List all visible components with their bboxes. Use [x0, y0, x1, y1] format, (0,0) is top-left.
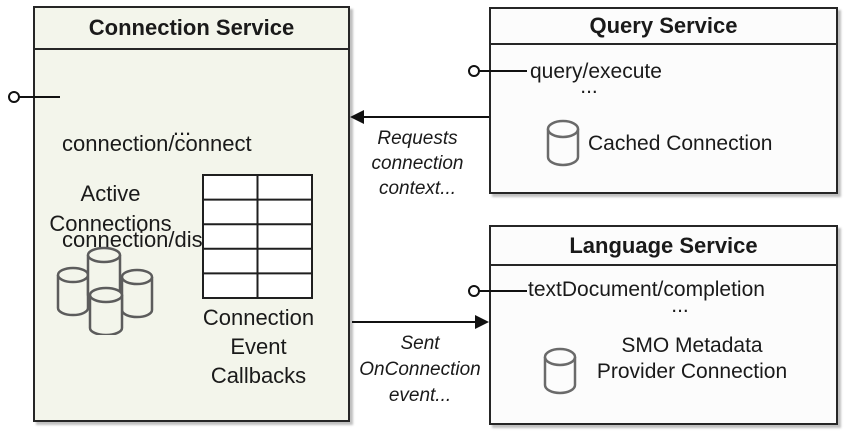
connection-service-ellipsis: ... [172, 115, 192, 140]
request-label-line2: connection [371, 153, 464, 174]
database-cylinder-icon [543, 347, 577, 400]
query-service-ellipsis: ... [580, 75, 598, 98]
method-textdocument-completion: textDocument/completion [528, 278, 765, 301]
database-cluster-icon [50, 240, 155, 340]
callbacks-line1: Connection [202, 305, 315, 330]
callbacks-line3: Callbacks [210, 363, 307, 388]
request-label-line3: context... [378, 178, 457, 199]
sent-onconnection-event-label: Sent OnConnection event... [355, 331, 485, 409]
connection-event-callbacks-label: Connection Event Callbacks [186, 303, 331, 390]
request-context-arrow [350, 110, 489, 124]
connection-service-header: Connection Service [35, 8, 348, 50]
provider-line2: Provider Connection [596, 360, 788, 383]
request-label-line1: Requests [377, 128, 458, 149]
language-service-header: Language Service [491, 227, 836, 266]
active-connections-line2: Connections [49, 211, 172, 236]
active-connections-label: Active Connections [38, 179, 183, 239]
method-connection-connect: connection/connect [62, 131, 252, 156]
language-service-title: Language Service [569, 232, 758, 258]
smo-metadata-provider-label: SMO Metadata Provider Connection [577, 333, 807, 385]
event-label-line2: OnConnection [359, 359, 481, 380]
callbacks-line2: Event [230, 334, 287, 359]
method-query-execute: query/execute [530, 60, 662, 83]
connection-service-title: Connection Service [88, 15, 295, 40]
event-label-line3: event... [388, 385, 452, 406]
active-connections-line1: Active [80, 181, 141, 206]
query-service-box: Query Service [489, 7, 838, 194]
requests-connection-context-label: Requests connection context... [355, 126, 480, 201]
on-connection-event-arrow [352, 315, 489, 329]
database-cylinder-icon [546, 119, 580, 172]
language-service-ellipsis: ... [671, 294, 689, 317]
cached-connection-label: Cached Connection [588, 132, 773, 155]
query-service-title: Query Service [589, 13, 738, 38]
query-service-header: Query Service [491, 9, 836, 45]
table-grid-icon [202, 174, 313, 304]
language-service-box: Language Service [489, 225, 838, 425]
provider-line1: SMO Metadata [621, 334, 763, 357]
event-label-line1: Sent [400, 333, 440, 354]
